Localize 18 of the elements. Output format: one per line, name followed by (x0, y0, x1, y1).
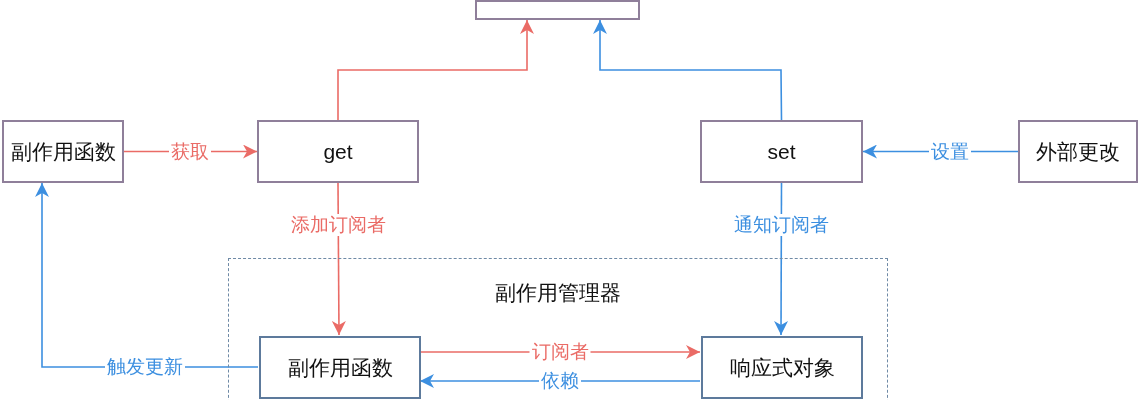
edge-label: 添加订阅者 (288, 214, 388, 236)
arrow (337, 19, 534, 121)
empty-box (475, 0, 640, 20)
edge-label: 触发更新 (105, 356, 185, 378)
process-box: 外部更改 (1018, 120, 1138, 183)
process-box: set (700, 120, 863, 183)
edge-label: 设置 (929, 141, 971, 163)
edge-label: 依赖 (539, 370, 581, 392)
dashed-group-frame (228, 258, 888, 400)
arrow (593, 19, 783, 121)
process-box: get (257, 120, 419, 183)
process-box: 副作用函数 (2, 120, 124, 183)
edge-label: 订阅者 (529, 341, 591, 363)
process-box: 副作用函数 (259, 336, 421, 399)
edge-label: 获取 (169, 141, 211, 163)
process-box: 响应式对象 (701, 336, 863, 399)
group-title: 副作用管理器 (495, 280, 621, 306)
edge-label: 通知订阅者 (731, 214, 831, 236)
